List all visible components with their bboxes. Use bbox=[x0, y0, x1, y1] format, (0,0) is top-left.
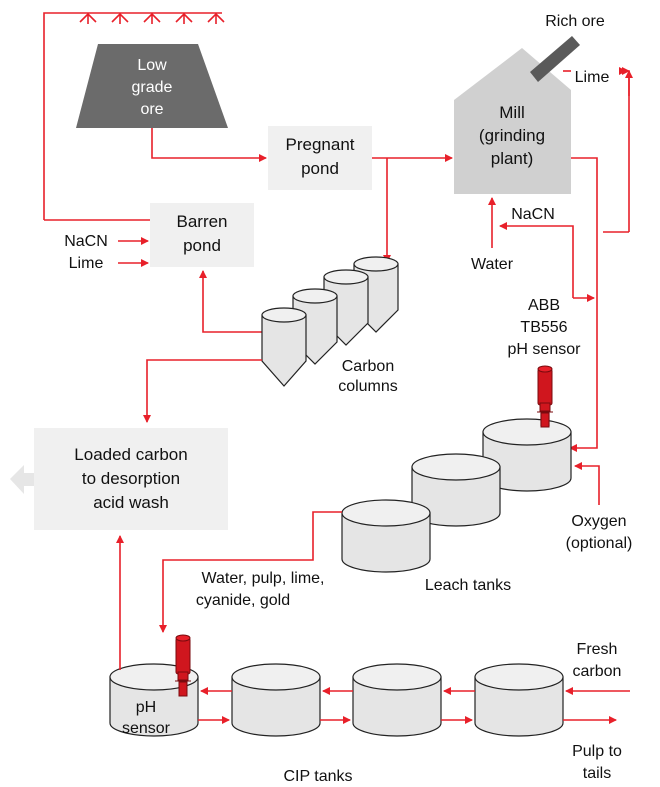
pregnant-pond-line-2: pond bbox=[301, 159, 339, 178]
columns-to-loaded-arrow bbox=[143, 359, 262, 423]
rich-ore-label: Rich ore bbox=[545, 13, 605, 30]
ore-pile-line-1: Low bbox=[137, 57, 167, 74]
ore-pile-line-2: grade bbox=[132, 79, 173, 96]
ore-to-pregnant-arrow bbox=[151, 128, 267, 162]
cip-tank bbox=[352, 663, 442, 737]
pregnant-pond: Pregnant pond bbox=[268, 126, 372, 190]
loaded-carbon-line-3: acid wash bbox=[93, 493, 169, 512]
ph-sensor-probe-top bbox=[537, 365, 553, 428]
pulp-tails-line-1: Pulp to bbox=[572, 743, 622, 760]
carbon-columns bbox=[261, 256, 399, 387]
mill-nacn-label: NaCN bbox=[511, 206, 555, 223]
mill-line-2: (grinding bbox=[479, 126, 545, 145]
lime-loop-line bbox=[619, 70, 630, 232]
cip-tanks bbox=[109, 663, 564, 737]
output-arrow-icon bbox=[10, 465, 34, 494]
nacn-to-mill-arrow bbox=[499, 222, 574, 298]
mill-to-leach-arrow bbox=[569, 157, 598, 452]
fresh-carbon-line-1: Fresh bbox=[577, 641, 618, 658]
ph-sensor-top-line-2: TB556 bbox=[520, 319, 567, 336]
leach-tanks bbox=[341, 418, 572, 573]
cip-tank bbox=[474, 663, 564, 737]
mill-line-1: Mill bbox=[499, 103, 525, 122]
ore-pile-line-3: ore bbox=[140, 101, 163, 118]
fresh-carbon-line-2: carbon bbox=[573, 663, 622, 680]
lime-top-label: Lime bbox=[575, 69, 610, 86]
barren-lime-label: Lime bbox=[69, 255, 104, 272]
leach-tank bbox=[411, 453, 501, 527]
leach-tank bbox=[341, 499, 431, 573]
ph-sensor-top-line-1: ABB bbox=[528, 297, 560, 314]
loaded-carbon-line-2: to desorption bbox=[82, 469, 180, 488]
columns-to-barren-arrow bbox=[199, 270, 262, 333]
sprinkler-line bbox=[43, 12, 225, 220]
leach-to-cip-arrow bbox=[159, 511, 342, 633]
cip-tank bbox=[231, 663, 321, 737]
cip-tank bbox=[109, 663, 199, 737]
barren-pond-line-2: pond bbox=[183, 236, 221, 255]
leach-tanks-label: Leach tanks bbox=[425, 577, 511, 594]
ore-pile: Low grade ore bbox=[76, 44, 228, 128]
water-label: Water bbox=[471, 256, 514, 273]
ph-sensor-bottom-line-1: pH bbox=[136, 699, 156, 716]
loaded-carbon-line-1: Loaded carbon bbox=[74, 445, 187, 464]
loaded-carbon-box: Loaded carbon to desorption acid wash bbox=[34, 428, 228, 530]
cip-tanks-label: CIP tanks bbox=[283, 768, 352, 785]
mill: Mill (grinding plant) bbox=[454, 36, 580, 194]
carbon-columns-line-1: Carbon bbox=[342, 358, 394, 375]
ph-sensor-top-line-3: pH sensor bbox=[508, 341, 582, 358]
oxygen-line-1: Oxygen bbox=[571, 513, 626, 530]
barren-nacn-label: NaCN bbox=[64, 233, 108, 250]
leach-flow-line-1: Water, pulp, lime, bbox=[201, 570, 324, 587]
carbon-column bbox=[261, 307, 307, 387]
barren-pond-line-1: Barren bbox=[176, 212, 227, 231]
pregnant-pond-line-1: Pregnant bbox=[286, 135, 355, 154]
mill-line-3: plant) bbox=[491, 149, 534, 168]
pulp-tails-line-2: tails bbox=[583, 765, 611, 782]
oxygen-to-leach-arrow bbox=[574, 462, 600, 505]
rich-ore-chute bbox=[530, 36, 580, 82]
ph-sensor-bottom-line-2: sensor bbox=[122, 720, 171, 737]
carbon-columns-line-2: columns bbox=[338, 378, 398, 395]
oxygen-line-2: (optional) bbox=[566, 535, 633, 552]
leach-flow-line-2: cyanide, gold bbox=[196, 592, 290, 609]
barren-pond: Barren pond bbox=[150, 203, 254, 267]
ph-sensor-probe-bottom bbox=[175, 634, 191, 697]
